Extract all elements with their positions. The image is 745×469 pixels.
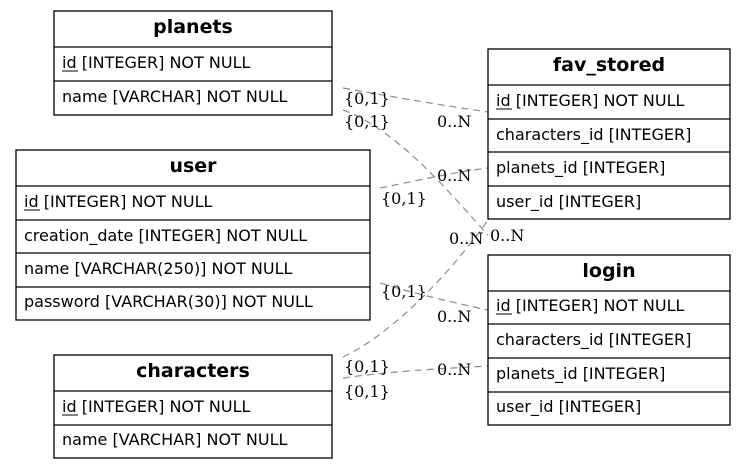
entity-title: planets <box>153 16 233 38</box>
entity-user[interactable]: user id [INTEGER] NOT NULL creation_date… <box>15 149 371 321</box>
rel-user-login-to: 0..N <box>437 307 471 326</box>
rel-characters-login-to: 0..N <box>437 360 471 379</box>
relationship-lines <box>342 87 489 379</box>
primary-key: id <box>62 53 77 72</box>
field-type: [INTEGER] NOT NULL <box>77 397 251 416</box>
rel-line-user-login <box>379 282 489 311</box>
primary-key: id <box>24 192 39 211</box>
rel-line-planets-login <box>342 109 489 236</box>
rel-characters-login-from: {0,1} <box>344 382 390 401</box>
entity-title: characters <box>136 360 250 382</box>
field-id[interactable]: id [INTEGER] NOT NULL <box>62 397 250 416</box>
rel-line-user-fav-stored <box>379 167 489 189</box>
entity-title: user <box>169 155 217 177</box>
field-user-id[interactable]: user_id [INTEGER] <box>496 397 641 417</box>
entity-title: login <box>582 260 635 282</box>
rel-planets-fav-from: {0,1} <box>344 89 390 108</box>
field-password[interactable]: password [VARCHAR(30)] NOT NULL <box>24 292 313 311</box>
field-characters-id[interactable]: characters_id [INTEGER] <box>496 330 691 350</box>
rel-line-characters-login <box>342 365 489 379</box>
entity-login[interactable]: login id [INTEGER] NOT NULL characters_i… <box>487 254 731 426</box>
entity-planets[interactable]: planets id [INTEGER] NOT NULL name [VARC… <box>53 10 333 116</box>
entity-characters[interactable]: characters id [INTEGER] NOT NULL name [V… <box>53 354 333 459</box>
primary-key: id <box>496 91 511 110</box>
field-planets-id[interactable]: planets_id [INTEGER] <box>496 364 665 384</box>
field-id[interactable]: id [INTEGER] NOT NULL <box>496 296 684 315</box>
field-user-id[interactable]: user_id [INTEGER] <box>496 192 641 212</box>
field-id[interactable]: id [INTEGER] NOT NULL <box>62 53 250 72</box>
field-name[interactable]: name [VARCHAR(250)] NOT NULL <box>24 259 293 278</box>
field-creation-date[interactable]: creation_date [INTEGER] NOT NULL <box>24 226 307 246</box>
rel-user-login-from: {0,1} <box>381 282 427 301</box>
rel-user-fav-to: 0..N <box>437 166 471 185</box>
field-characters-id[interactable]: characters_id [INTEGER] <box>496 125 691 145</box>
rel-planets-login-from: {0,1} <box>344 112 390 131</box>
rel-user-fav-from: {0,1} <box>381 189 427 208</box>
relationship-labels: {0,1} 0..N {0,1} 0..N {0,1} 0..N {0,1} 0… <box>344 89 524 401</box>
primary-key: id <box>496 296 511 315</box>
entity-title: fav_stored <box>553 54 665 76</box>
field-type: [INTEGER] NOT NULL <box>511 296 685 315</box>
rel-characters-fav-from: {0,1} <box>344 357 390 376</box>
rel-line-characters-fav-stored <box>342 219 489 358</box>
field-name[interactable]: name [VARCHAR] NOT NULL <box>62 430 288 449</box>
primary-key: id <box>62 397 77 416</box>
rel-planets-fav-to: 0..N <box>437 112 471 131</box>
field-planets-id[interactable]: planets_id [INTEGER] <box>496 158 665 178</box>
field-name[interactable]: name [VARCHAR] NOT NULL <box>62 87 288 106</box>
rel-line-planets-fav-stored <box>342 87 489 113</box>
field-type: [INTEGER] NOT NULL <box>77 53 251 72</box>
rel-planets-login-to: 0..N <box>490 226 524 245</box>
field-type: [INTEGER] NOT NULL <box>39 192 213 211</box>
field-id[interactable]: id [INTEGER] NOT NULL <box>24 192 212 211</box>
field-type: [INTEGER] NOT NULL <box>511 91 685 110</box>
rel-characters-fav-to: 0..N <box>449 229 483 248</box>
entity-fav-stored[interactable]: fav_stored id [INTEGER] NOT NULL charact… <box>487 48 731 220</box>
field-id[interactable]: id [INTEGER] NOT NULL <box>496 91 684 110</box>
